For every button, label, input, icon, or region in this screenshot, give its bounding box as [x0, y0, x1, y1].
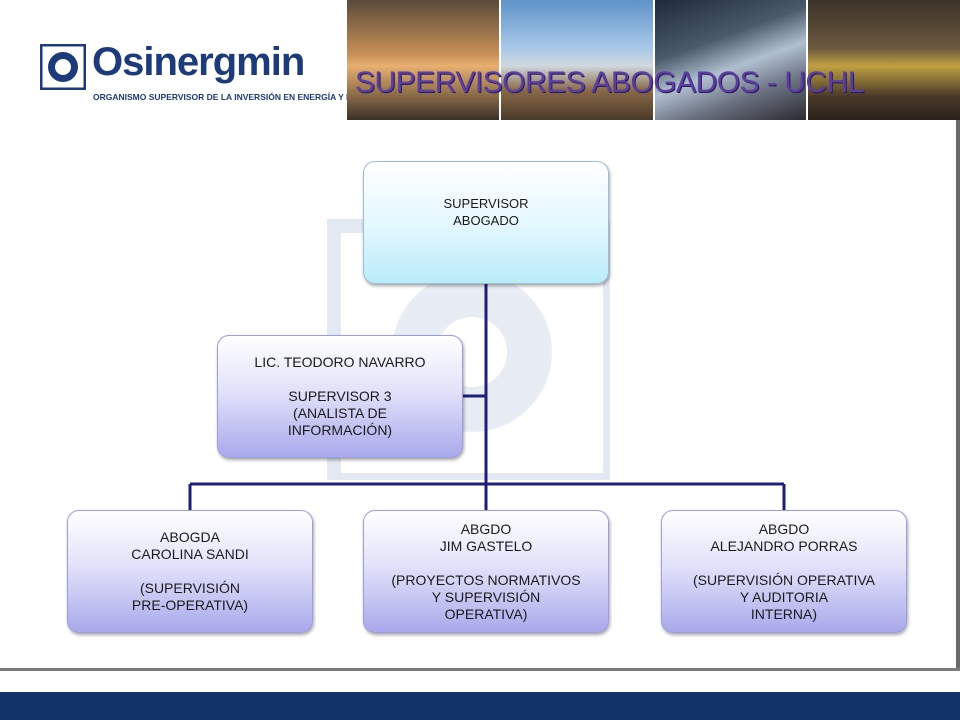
- photo-welding: [652, 0, 807, 120]
- photo-mine-tunnel: [806, 0, 960, 120]
- slide-title: SUPERVISORES ABOGADOS - UCHL: [355, 66, 864, 99]
- photo-oil-rig: [498, 0, 653, 120]
- osinergmin-logo-icon: [40, 44, 86, 90]
- org-node-jim-gastelo: ABGDO JIM GASTELO (PROYECTOS NORMATIVOS …: [363, 510, 609, 633]
- photo-power-lines: [347, 0, 499, 120]
- logo-subtitle: ORGANISMO SUPERVISOR DE LA INVERSIÓN EN …: [93, 92, 382, 102]
- footer-bar: [0, 692, 960, 720]
- org-node-carolina-sandi: ABOGDA CAROLINA SANDI (SUPERVISIÓN PRE-O…: [67, 510, 313, 633]
- right-border: [956, 120, 960, 668]
- footer-divider: [0, 668, 960, 671]
- org-node-supervisor-abogado: SUPERVISOR ABOGADO: [363, 161, 609, 284]
- header: Osinergmin ORGANISMO SUPERVISOR DE LA IN…: [0, 0, 960, 120]
- org-node-alejandro-porras: ABGDO ALEJANDRO PORRAS (SUPERVISIÓN OPER…: [661, 510, 907, 633]
- logo-wordmark: Osinergmin: [92, 40, 305, 84]
- footer-strip: [0, 671, 960, 692]
- header-photo-strip: [347, 0, 960, 120]
- org-node-teodoro-navarro: LIC. TEODORO NAVARRO SUPERVISOR 3 (ANALI…: [217, 335, 463, 458]
